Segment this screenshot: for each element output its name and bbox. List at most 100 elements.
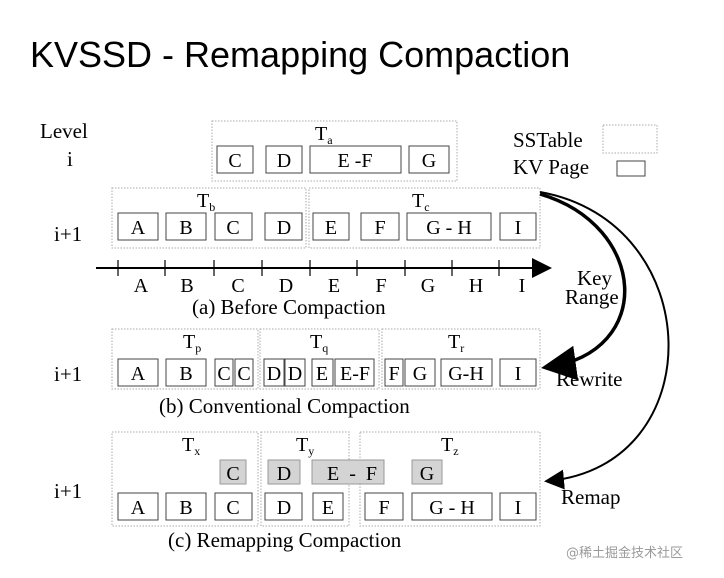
kv-page (264, 492, 303, 521)
kv-page-label: C (226, 217, 239, 239)
kv-page (117, 358, 159, 387)
kv-page-label: E (325, 217, 337, 239)
kv-page-label: E - F (327, 463, 377, 485)
kv-page (404, 358, 436, 387)
kv-page-label: A (131, 217, 146, 239)
level-i-pages: C D E -F G (216, 145, 450, 174)
kv-page (309, 145, 402, 174)
kv-page-shaded (219, 459, 247, 485)
kv-page (311, 358, 334, 387)
kv-page-label: D (288, 363, 302, 385)
kv-page (214, 212, 253, 241)
legend-kv-page-swatch (616, 160, 646, 177)
sstable-tc (308, 187, 541, 249)
kv-page (408, 145, 450, 174)
kv-page-label: B (179, 497, 192, 519)
kv-page-label: D (267, 363, 281, 385)
kv-page-shaded (411, 459, 443, 485)
kv-page-label: G - H (426, 217, 472, 239)
watermark: @稀土掘金技术社区 (566, 546, 684, 561)
kv-page (499, 212, 537, 241)
caption-conventional: (b) Conventional Compaction (159, 394, 410, 418)
key-tick-label: E (328, 275, 340, 297)
kv-page (165, 492, 207, 521)
key-tick-label: H (469, 275, 483, 297)
kv-page (214, 492, 253, 521)
sstable-tq (259, 328, 380, 390)
kv-page-label: D (277, 217, 291, 239)
kv-page-label: E -F (338, 150, 373, 172)
kv-page-label: D (277, 150, 291, 172)
rewrite-label: Rewrite (556, 367, 622, 391)
key-tick-label: G (421, 275, 435, 297)
kv-page-label: G-H (448, 363, 484, 385)
key-tick-label: I (519, 275, 526, 297)
kv-page-label: B (179, 363, 192, 385)
kv-page-label: G (420, 463, 434, 485)
kv-page-label: C (217, 363, 230, 385)
sstable-ty-label: Ty (296, 434, 314, 458)
level-i1-label-a: i+1 (54, 222, 82, 246)
kv-page-label: I (515, 497, 522, 519)
kv-page-shaded (267, 459, 301, 485)
kv-page-label: D (277, 497, 291, 519)
level-word-label: Level (40, 119, 88, 143)
kv-page (264, 212, 303, 241)
level-i1-label-b: i+1 (54, 362, 82, 386)
kv-page (117, 212, 159, 241)
kv-page-label: G (422, 150, 436, 172)
key-tick-label: F (375, 275, 386, 297)
kv-page-label: D (277, 463, 291, 485)
level-i1-label-c: i+1 (54, 479, 82, 503)
kv-page (165, 212, 207, 241)
remapped-pages: C D E - F G (219, 459, 443, 485)
kv-page-label: F (374, 217, 385, 239)
sstable-tx-label: Tx (182, 434, 200, 458)
sstable-tb-label: Tb (197, 190, 215, 214)
kv-page-label: F (388, 363, 399, 385)
sstable-tr-label: Tr (448, 331, 464, 355)
kv-page (499, 492, 537, 521)
kv-page (440, 358, 493, 387)
sstable-tq-label: Tq (310, 331, 328, 355)
key-axis-labels: A B C D E F G H I (134, 275, 526, 297)
kv-page-shaded (311, 459, 385, 485)
kv-page (411, 492, 493, 521)
kv-page-label: G - H (429, 497, 475, 519)
kv-page-label: C (228, 150, 241, 172)
kv-page (216, 145, 254, 174)
kv-page (214, 358, 234, 387)
kv-page-label: C (237, 363, 250, 385)
key-tick-label: D (279, 275, 293, 297)
kv-page (334, 358, 375, 387)
remap-bottom-pages: A B C D E F G - H I (117, 492, 537, 521)
kv-page (384, 358, 404, 387)
kv-page-label: G (413, 363, 427, 385)
key-tick-label: C (231, 275, 244, 297)
legend-kv-page-label: KV Page (513, 155, 589, 179)
rewrite-arrow (539, 192, 627, 381)
kv-page (263, 358, 285, 387)
kv-page (312, 492, 344, 521)
key-tick-label: B (180, 275, 193, 297)
kv-page (265, 145, 303, 174)
kv-page-label: F (378, 497, 389, 519)
kv-page (499, 358, 537, 387)
sstable-tc-label: Tc (412, 190, 430, 214)
kv-page-label: C (226, 497, 239, 519)
axis-label-key: Key (577, 266, 612, 290)
kv-page-label: E (322, 497, 334, 519)
level-i-label: i (67, 147, 73, 171)
kv-page-label: B (179, 217, 192, 239)
kv-page (117, 492, 159, 521)
caption-remapping: (c) Remapping Compaction (168, 528, 402, 552)
kv-page-label: I (515, 217, 522, 239)
sstable-ta (211, 120, 458, 182)
key-tick-label: A (134, 275, 149, 297)
key-axis-ticks (117, 260, 500, 276)
remap-arrow (539, 191, 670, 490)
sstable-tz-label: Tz (441, 434, 459, 458)
sstable-tx (111, 431, 259, 527)
kv-page-label: A (131, 363, 146, 385)
conventional-pages: A B C C D D E E-F F G G-H I (117, 358, 537, 387)
